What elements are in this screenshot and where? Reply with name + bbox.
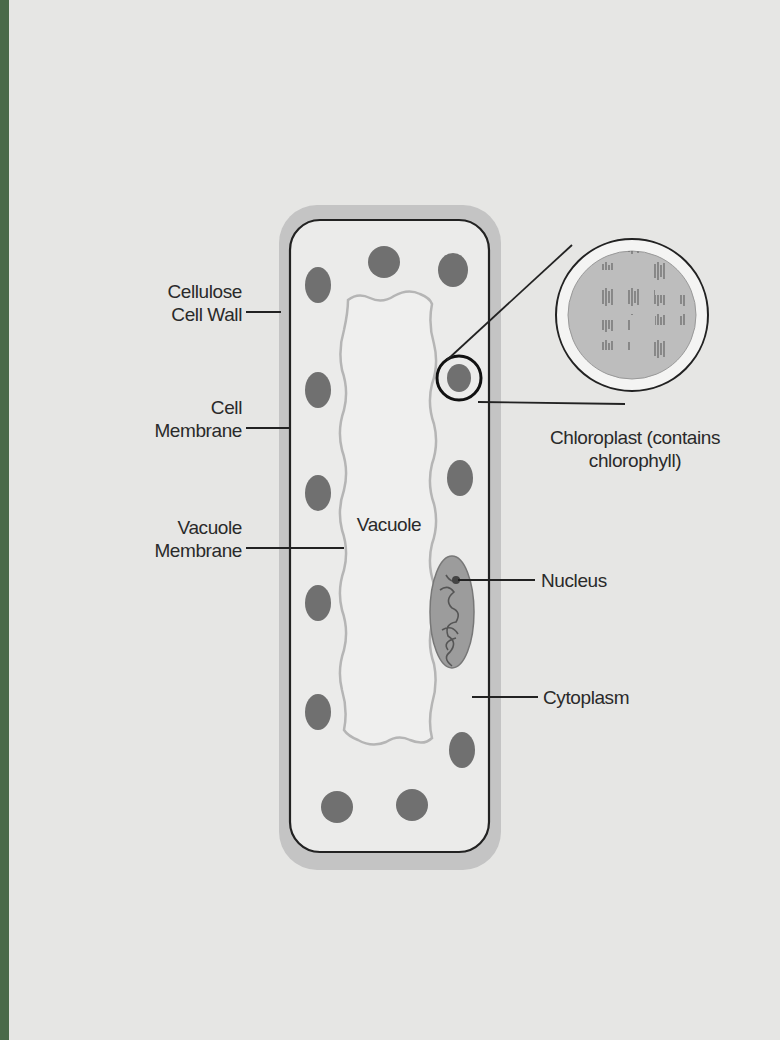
magnified-chloroplast-ring [556, 239, 708, 391]
nucleus-shape [430, 556, 474, 668]
cytoplasm-label: Cytoplasm [543, 686, 653, 709]
nucleus-label: Nucleus [541, 569, 641, 592]
vacuole-membrane-label: Vacuole Membrane [128, 516, 242, 562]
vacuole-shape [340, 291, 436, 744]
cell-membrane [290, 220, 489, 852]
cell-membrane-label: Cell Membrane [130, 396, 242, 442]
cell-wall-label: Cellulose Cell Wall [140, 280, 242, 326]
leader-lines [246, 312, 538, 697]
highlight-ring [437, 356, 481, 400]
chloroplasts [305, 246, 475, 823]
paper-edge [0, 0, 9, 1040]
zoom-line [478, 402, 625, 404]
vacuole-region: Vacuole [345, 300, 433, 770]
zoom-line [447, 245, 572, 360]
vacuole-label: Vacuole [345, 514, 433, 536]
cell-wall [279, 205, 501, 870]
chromatin [440, 575, 460, 666]
chloroplast-label: Chloroplast (contains chlorophyll) [532, 426, 738, 472]
magnified-chloroplast [568, 251, 696, 379]
grana [585, 225, 685, 365]
